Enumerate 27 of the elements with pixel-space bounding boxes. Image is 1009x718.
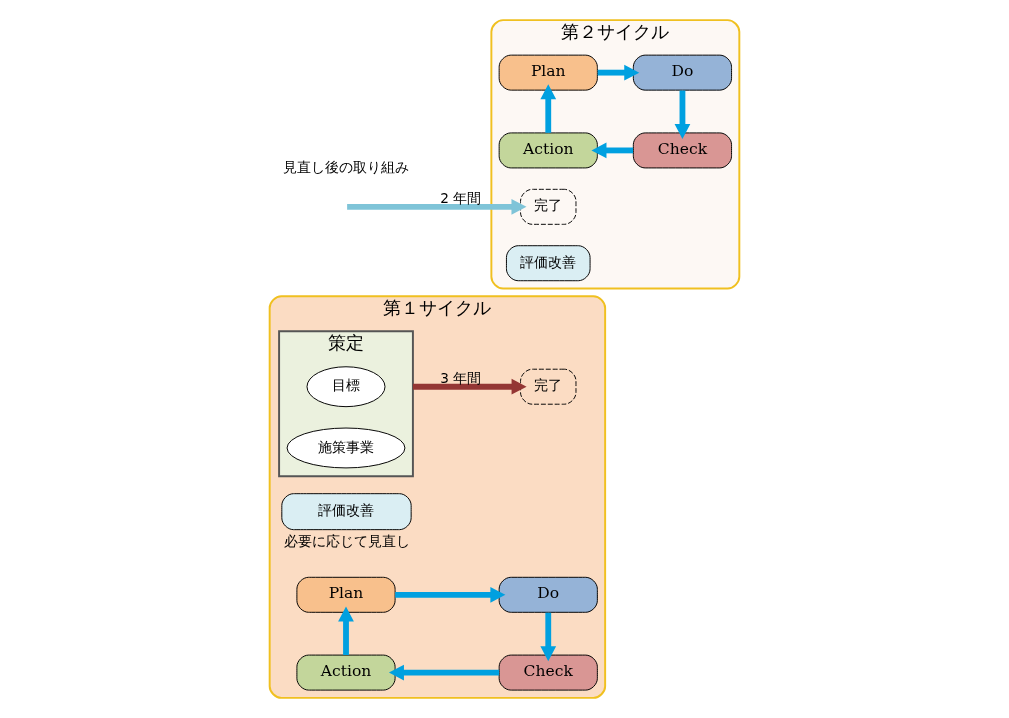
- node-box: 完了: [520, 368, 577, 405]
- arrow: [412, 378, 527, 395]
- arrow: [540, 612, 557, 662]
- arrow: [347, 198, 527, 215]
- edge-label: 3 年間: [440, 370, 482, 387]
- arrow: [674, 90, 691, 140]
- node-box: Action: [296, 654, 396, 691]
- edge-label: 2 年間: [440, 190, 482, 207]
- node-box: Plan: [296, 576, 396, 613]
- node-box: 評価改善: [505, 245, 591, 282]
- label: 見直し後の取り組み: [283, 158, 409, 175]
- node-ellipse: 目標: [306, 366, 386, 408]
- node-label: 必要に応じて見直し: [283, 533, 410, 550]
- node-box: Do: [498, 576, 598, 613]
- node-box: Plan: [498, 54, 598, 91]
- node-box: Do: [632, 54, 733, 91]
- arrow: [338, 606, 354, 655]
- arrow: [388, 664, 500, 681]
- node-box: Check: [632, 132, 733, 169]
- arrow: [597, 64, 640, 81]
- node-box: Check: [498, 654, 598, 691]
- arrow: [591, 142, 633, 159]
- node-box: 完了: [520, 188, 577, 225]
- node-ellipse: 施策事業: [286, 427, 406, 469]
- node-box: Action: [498, 132, 598, 169]
- arrow: [540, 84, 557, 133]
- arrow: [395, 586, 506, 603]
